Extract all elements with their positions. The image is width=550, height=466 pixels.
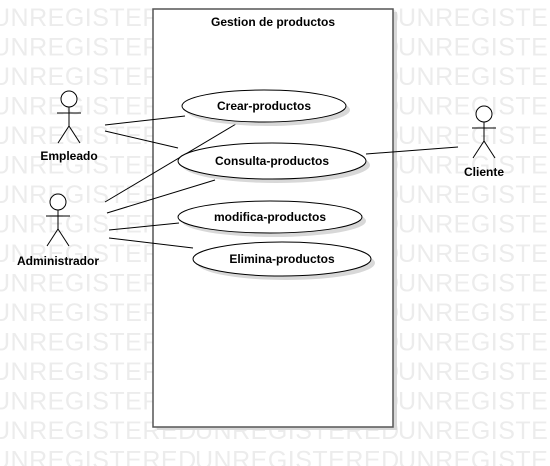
actor-administrador[interactable]: Administrador xyxy=(17,193,99,268)
watermark-text: UNREGISTERED xyxy=(398,417,550,445)
system-title: Gestion de productos xyxy=(211,15,335,29)
watermark-text: UNREGISTERED xyxy=(398,329,550,357)
association-empleado-consulta[interactable] xyxy=(104,130,179,149)
association-administrador-modifica[interactable] xyxy=(108,222,180,231)
actor-cliente[interactable]: Cliente xyxy=(464,105,504,179)
watermark-text: UNREGISTERED xyxy=(398,34,550,62)
watermark-text: UNREGISTERED xyxy=(398,181,550,209)
use-case-label: Crear-productos xyxy=(217,99,311,113)
watermark-text: UNREGISTERED xyxy=(398,4,550,32)
use-case-label: Elimina-productos xyxy=(229,252,335,266)
watermark-text: UNREGISTERED xyxy=(398,93,550,121)
watermark-text: UNREGISTERED xyxy=(398,240,550,268)
watermark-text: UNREGISTERED xyxy=(398,63,550,91)
actor-empleado[interactable]: Empleado xyxy=(40,90,98,163)
association-cliente-consulta[interactable] xyxy=(365,146,459,155)
watermark-text: UNREGISTERED xyxy=(0,447,197,466)
use-case-elimina-productos[interactable]: Elimina-productos xyxy=(192,241,375,280)
association-administrador-elimina[interactable] xyxy=(108,237,194,249)
use-case-modifica-productos[interactable]: modifica-productos xyxy=(177,200,366,237)
use-case-label: Consulta-productos xyxy=(215,154,329,168)
watermark-text: UNREGISTERED xyxy=(398,270,550,298)
actor-label: Cliente xyxy=(464,165,504,179)
watermark-text: UNREGISTERED xyxy=(398,388,550,416)
watermark-text: UNREGISTERED xyxy=(195,447,400,466)
watermark-text: UNREGISTERED xyxy=(398,447,550,466)
watermark-text: UNREGISTERED xyxy=(398,122,550,150)
association-administrador-consulta[interactable] xyxy=(106,179,216,214)
association-empleado-crear[interactable] xyxy=(104,115,186,126)
actor-label: Administrador xyxy=(17,254,99,268)
watermark-text: UNREGISTERED xyxy=(398,299,550,327)
use-case-consulta-productos[interactable]: Consulta-productos xyxy=(177,142,370,183)
associations xyxy=(104,115,459,249)
use-case-label: modifica-productos xyxy=(214,210,326,224)
association-administrador-crear[interactable] xyxy=(104,123,237,203)
use-case-crear-productos[interactable]: Crear-productos xyxy=(181,89,350,126)
watermark-text: UNREGISTERED xyxy=(398,211,550,239)
watermark-text: UNREGISTERED xyxy=(398,358,550,386)
actor-label: Empleado xyxy=(40,149,97,163)
